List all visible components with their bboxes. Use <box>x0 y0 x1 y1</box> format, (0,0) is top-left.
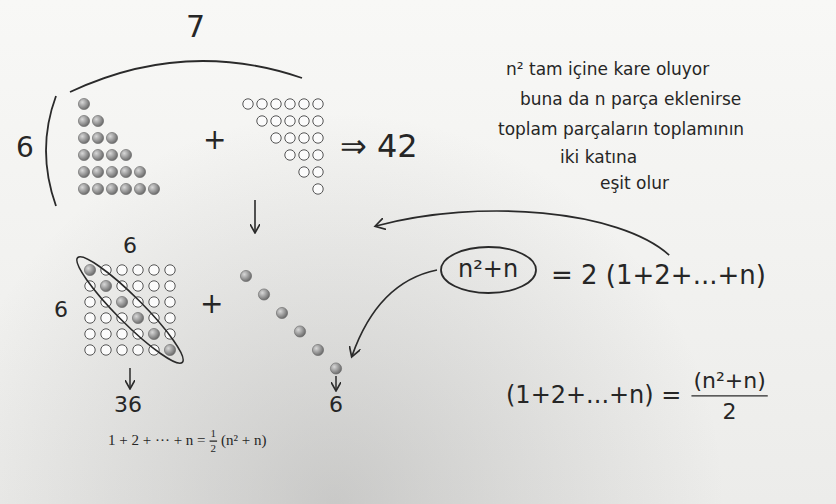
dimension-number: 7 <box>186 10 205 45</box>
pointer-arrow <box>352 270 437 356</box>
fraction-denominator: 2 <box>723 399 737 424</box>
handwritten-note: buna da n parça eklenirse <box>520 90 741 110</box>
circled-term: n²+n <box>440 246 537 294</box>
result-number: ⇒ 42 <box>340 128 418 165</box>
equation-text: (1+2+...+n) = <box>506 382 681 410</box>
count-number: 6 <box>329 392 343 417</box>
pointer-arrow <box>376 211 669 255</box>
fraction-denominator: 2 <box>211 442 217 455</box>
term-text: n²+n <box>458 256 518 284</box>
fraction-numerator: (n²+n) <box>693 368 765 393</box>
equation-text: = 2 (1+2+...+n) <box>551 261 766 291</box>
dimension-number: 6 <box>123 233 137 258</box>
printed-formula: 1 + 2 + ··· + n = <box>108 432 206 449</box>
plus-sign: + <box>200 288 223 320</box>
printed-formula: (n² + n) <box>221 432 266 449</box>
handwritten-note: eşit olur <box>600 174 669 194</box>
fraction-bar <box>210 440 218 441</box>
fraction-bar <box>691 395 767 396</box>
count-number: 36 <box>114 392 142 417</box>
dimension-number: 6 <box>16 132 34 164</box>
plus-sign: + <box>203 124 226 156</box>
handwritten-note: n² tam içine kare oluyor <box>506 60 709 80</box>
handwritten-note: iki katına <box>560 148 637 168</box>
fraction-numerator: 1 <box>211 427 217 440</box>
handwritten-note: toplam parçaların toplamının <box>498 120 744 140</box>
dimension-number: 6 <box>54 297 68 322</box>
